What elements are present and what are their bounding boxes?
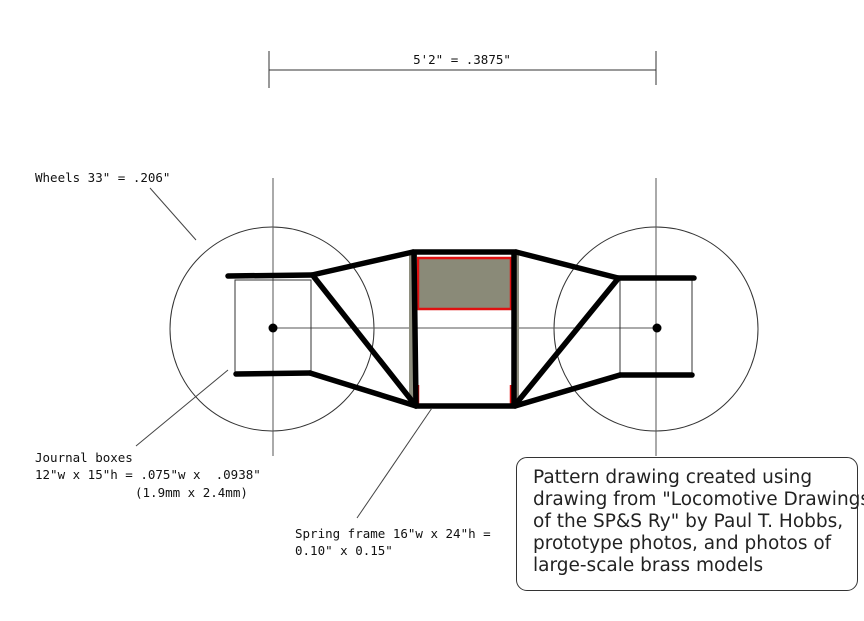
journal-label-line2: 12"w x 15"h = .075"w x .0938" (35, 467, 261, 482)
wheel-left (169, 226, 375, 432)
dimension-label: 5'2" = .3875" (413, 52, 511, 67)
spring-label-line2: 0.10" x 0.15" (295, 543, 393, 558)
note-line: large-scale brass models (533, 555, 764, 576)
axle-center-left (268, 323, 278, 333)
note-line: of the SP&S Ry" by Paul T. Hobbs, (533, 511, 844, 532)
credit-note-box: Pattern drawing created using drawing fr… (516, 457, 864, 591)
journal-label-line1: Journal boxes (35, 450, 133, 465)
journal-label-line3: (1.9mm x 2.4mm) (135, 485, 248, 500)
spring-label-line1: Spring frame 16"w x 24"h = (295, 526, 491, 541)
leader-lines (135, 187, 433, 519)
spring-frame-block (416, 256, 513, 311)
axle-center-right (652, 323, 662, 333)
side-frame (225, 249, 697, 409)
dimension-line (268, 51, 657, 88)
spring-frame-red-outline (416, 385, 513, 404)
note-line: prototype photos, and photos of (533, 533, 832, 554)
axle-centerlines (272, 178, 657, 456)
note-line: drawing from "Locomotive Drawings (533, 489, 864, 510)
note-line: Pattern drawing created using (533, 467, 813, 488)
wheels-label: Wheels 33" = .206" (35, 170, 170, 185)
